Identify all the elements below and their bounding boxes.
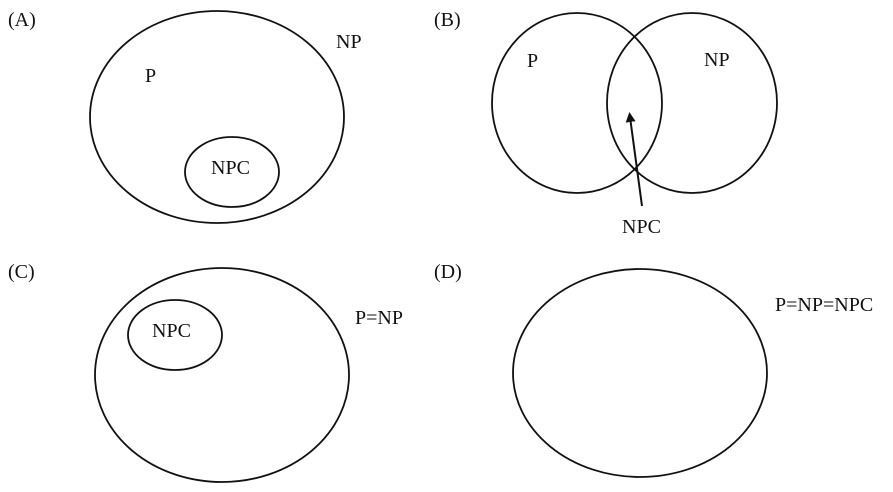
p-equals-np-equals-npc-label: P=NP=NPC [775,294,873,316]
panel-d-tag: (D) [434,261,462,283]
panel-b-tag: (B) [434,9,461,31]
npc-set-ellipse [127,299,223,371]
npc-label: NPC [152,320,191,342]
npc-label: NPC [622,216,661,238]
npc-arrow [625,112,643,207]
panel-a: (A) NP P NPC [8,9,362,224]
p-label: P [527,50,538,72]
panel-c: (C) P=NP NPC [8,261,403,483]
panel-d: (D) P=NP=NPC [434,261,873,478]
npc-set-ellipse [184,136,280,208]
np-set-ellipse [89,10,345,224]
np-set-ellipse [606,12,778,194]
p-set-ellipse [491,12,663,194]
npc-label: NPC [211,157,250,179]
panel-a-tag: (A) [8,9,36,31]
p-equals-np-ellipse [94,267,350,483]
np-label: NP [704,49,730,71]
p-label: P [145,65,156,87]
panel-b: (B) P NP NPC [434,9,778,238]
panel-c-tag: (C) [8,261,35,283]
np-label: NP [336,31,362,53]
p-equals-np-label: P=NP [355,307,403,329]
p-equals-np-equals-npc-ellipse [512,268,768,478]
